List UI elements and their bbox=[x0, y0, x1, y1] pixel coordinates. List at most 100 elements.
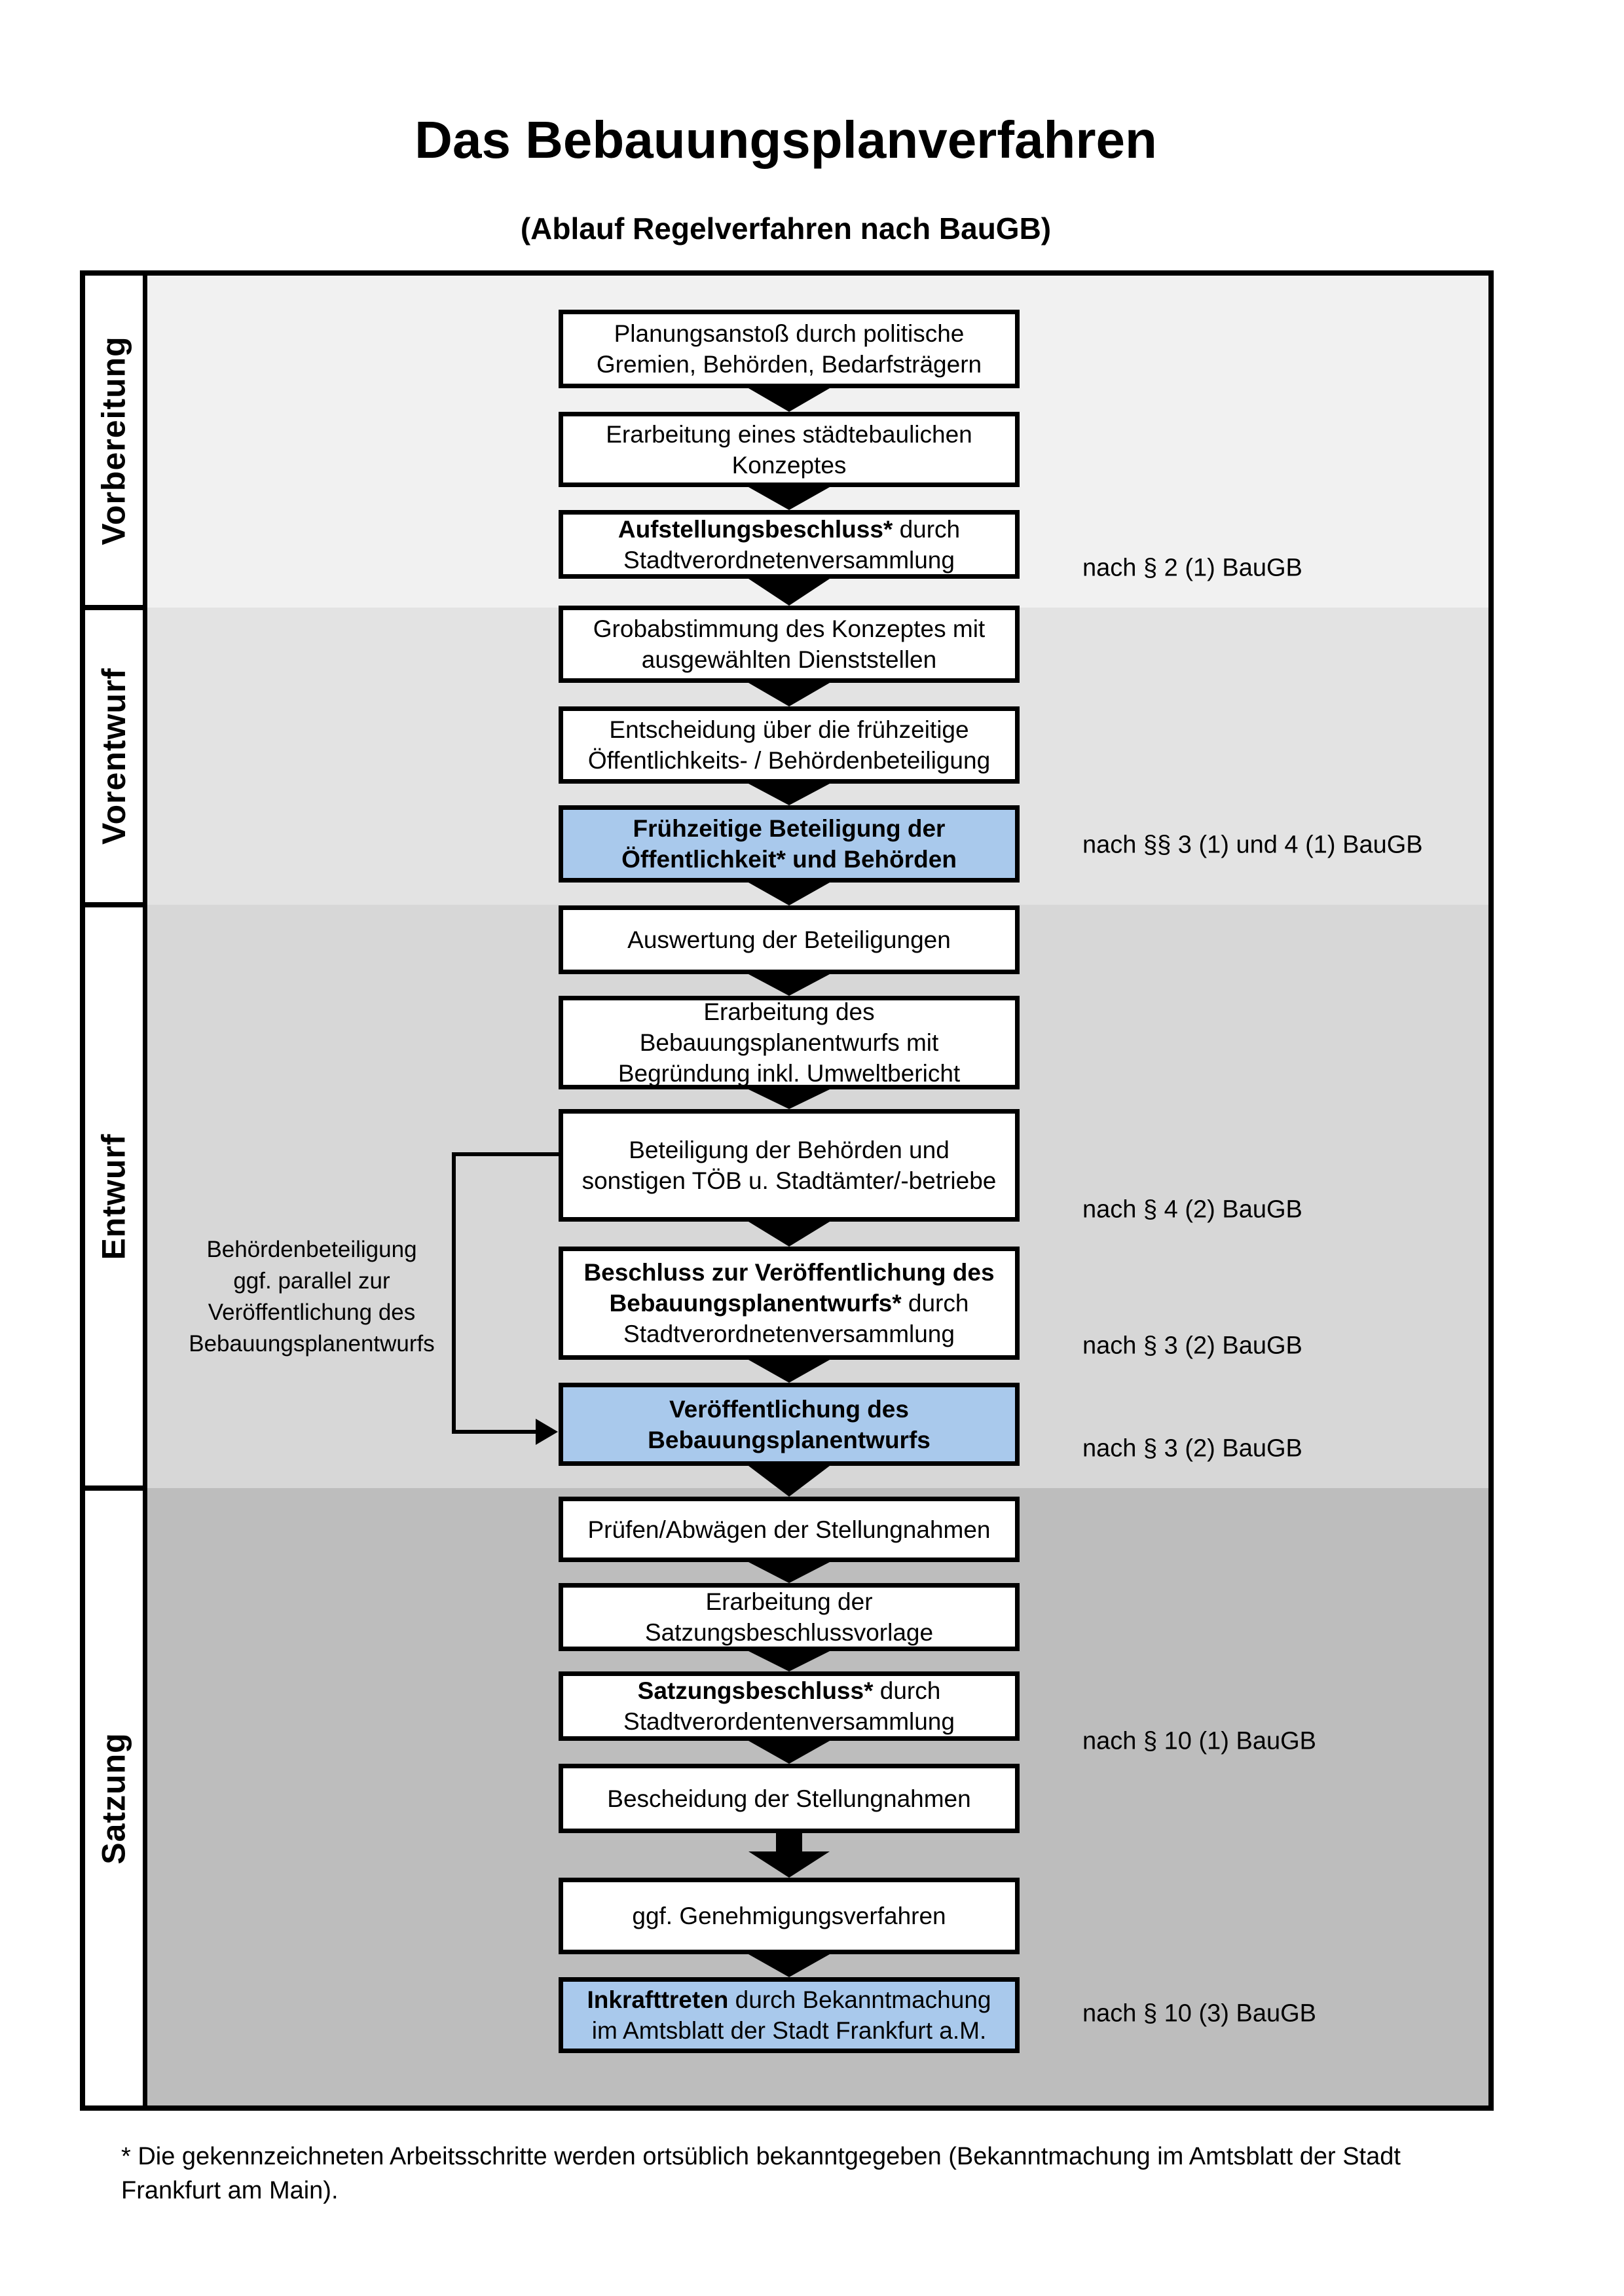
law-reference: nach § 3 (2) BauGB bbox=[1082, 1434, 1302, 1463]
flow-step: Grobabstimmung des Konzeptes mit ausgewäh… bbox=[559, 606, 1020, 683]
flow-step-line: Stadtverordentenversammlung bbox=[623, 1706, 955, 1737]
phase-label-text: Vorbereitung bbox=[96, 335, 133, 545]
flow-step-text: ausgewählten Dienststellen bbox=[641, 646, 937, 673]
flow-step-text-bold: Bebauungsplanentwurfs* bbox=[609, 1290, 902, 1317]
phase-row-divider bbox=[85, 1485, 147, 1491]
flow-step-line: Erarbeitung eines städtebaulichen bbox=[606, 419, 972, 450]
flow-step: Prüfen/Abwägen der Stellungnahmen bbox=[559, 1497, 1020, 1562]
flow-step-line: Auswertung der Beteiligungen bbox=[627, 924, 951, 955]
flow-step-text: Entscheidung über die frühzeitige bbox=[609, 716, 969, 743]
phase-label-vorentwurf: Vorentwurf bbox=[85, 610, 143, 902]
flow-step-line: Bebauungsplanentwurfs* durch bbox=[610, 1288, 969, 1319]
flow-step-text: Bebauungsplanentwurfs mit bbox=[639, 1029, 939, 1056]
down-arrow-icon bbox=[748, 1466, 830, 1497]
law-reference: nach § 10 (3) BauGB bbox=[1082, 1999, 1316, 2028]
flow-step-text: durch bbox=[901, 1290, 969, 1317]
flow-step: Auswertung der Beteiligungen bbox=[559, 905, 1020, 974]
parallel-note-line: ggf. parallel zur bbox=[233, 1268, 390, 1294]
flow-step-text-bold: Aufstellungsbeschluss* bbox=[618, 515, 893, 543]
phase-row-divider bbox=[85, 902, 147, 907]
down-arrow-icon bbox=[748, 883, 830, 905]
law-reference: nach §§ 3 (1) und 4 (1) BauGB bbox=[1082, 831, 1423, 859]
flow-step-text: im Amtsblatt der Stadt Frankfurt a.M. bbox=[591, 2017, 987, 2044]
flow-step-line: Veröffentlichung des bbox=[669, 1394, 909, 1425]
flow-step-line: Prüfen/Abwägen der Stellungnahmen bbox=[587, 1514, 990, 1545]
flow-step-line: Entscheidung über die frühzeitige bbox=[609, 714, 969, 745]
flow-step-text: Stadtverordentenversammlung bbox=[623, 1708, 955, 1735]
flow-step-line: Aufstellungsbeschluss* durch bbox=[618, 514, 960, 545]
flow-step-line: Bebauungsplanentwurfs mit bbox=[640, 1027, 939, 1058]
flow-step-line: Stadtverordnetenversammlung bbox=[623, 545, 955, 575]
parallel-note-line: Behördenbeteiligung bbox=[206, 1237, 417, 1262]
flow-step-line: im Amtsblatt der Stadt Frankfurt a.M. bbox=[592, 2015, 986, 2046]
down-arrow-icon bbox=[748, 1741, 830, 1764]
flow-step-line: Konzeptes bbox=[732, 450, 847, 481]
flow-step-line: Satzungsbeschlussvorlage bbox=[645, 1617, 933, 1648]
footnote: * Die gekennzeichneten Arbeitsschritte w… bbox=[121, 2140, 1509, 2208]
parallel-bracket-bottom bbox=[452, 1430, 537, 1434]
flow-step-text: durch bbox=[893, 515, 961, 543]
flow-step-line: Bescheidung der Stellungnahmen bbox=[607, 1783, 970, 1814]
flow-step-line: Begründung inkl. Umweltbericht bbox=[618, 1058, 960, 1089]
flow-step-text: Erarbeitung des bbox=[703, 998, 875, 1025]
down-arrow-stem bbox=[776, 1833, 802, 1851]
flow-step-text: Stadtverordnetenversammlung bbox=[623, 546, 955, 574]
law-reference: nach § 2 (1) BauGB bbox=[1082, 554, 1302, 582]
flow-step-line: ausgewählten Dienststellen bbox=[642, 644, 936, 675]
page-subtitle: (Ablauf Regelverfahren nach BauGB) bbox=[520, 211, 1052, 246]
flow-step-text-bold: Beschluss zur Veröffentlichung des bbox=[583, 1259, 995, 1286]
flow-step-line: Beschluss zur Veröffentlichung des bbox=[583, 1257, 994, 1288]
parallel-bracket-vertical bbox=[452, 1152, 456, 1434]
down-arrow-icon bbox=[748, 487, 830, 510]
phase-label-text: Satzung bbox=[96, 1732, 132, 1865]
down-arrow-icon bbox=[748, 579, 830, 606]
flow-step-text-bold: Veröffentlichung des bbox=[669, 1395, 909, 1423]
flow-step-text: Erarbeitung der bbox=[705, 1588, 873, 1615]
flow-step-text: Planungsanstoß durch politische bbox=[614, 320, 965, 347]
flow-step-line: Öffentlichkeit* und Behörden bbox=[621, 844, 957, 875]
flow-step-line: Stadtverordnetenversammlung bbox=[623, 1319, 955, 1349]
flow-step: Bescheidung der Stellungnahmen bbox=[559, 1764, 1020, 1833]
down-arrow-icon bbox=[748, 784, 830, 805]
flow-step-line: Bebauungsplanentwurfs bbox=[648, 1425, 931, 1455]
flow-step-text: Grobabstimmung des Konzeptes mit bbox=[593, 615, 986, 642]
down-arrow-icon bbox=[748, 1562, 830, 1583]
down-arrow-icon bbox=[748, 1851, 830, 1878]
flow-step-text-bold: Satzungsbeschluss* bbox=[637, 1677, 874, 1704]
down-arrow-icon bbox=[748, 974, 830, 996]
flow-step-text: Prüfen/Abwägen der Stellungnahmen bbox=[587, 1516, 991, 1543]
down-arrow-icon bbox=[748, 1954, 830, 1977]
flow-step-text-bold: Bebauungsplanentwurfs bbox=[648, 1426, 931, 1453]
flow-step-line: Erarbeitung des bbox=[703, 996, 874, 1027]
flow-step-text: Gremien, Behörden, Bedarfsträgern bbox=[596, 351, 982, 378]
flow-step-text: Erarbeitung eines städtebaulichen bbox=[606, 420, 972, 448]
footnote-line: * Die gekennzeichneten Arbeitsschritte w… bbox=[121, 2143, 1401, 2170]
phase-row-divider bbox=[85, 605, 147, 610]
flow-step-text: durch bbox=[873, 1677, 941, 1704]
law-reference: nach § 3 (2) BauGB bbox=[1082, 1332, 1302, 1360]
flow-step-text: Beteiligung der Behörden und bbox=[629, 1137, 950, 1163]
phase-label-text: Entwurf bbox=[96, 1133, 132, 1260]
parallel-bracket-arrow-icon bbox=[536, 1419, 558, 1445]
flow-step-text-bold: Öffentlichkeit* und Behörden bbox=[621, 846, 957, 873]
flow-step-line: sonstigen TÖB u. Stadtämter/-betriebe bbox=[582, 1165, 997, 1196]
phase-label-satzung: Satzung bbox=[85, 1491, 143, 2105]
parallel-note-line: Veröffentlichung des bbox=[208, 1300, 416, 1325]
flow-step-line: Öffentlichkeits- / Behördenbeteiligung bbox=[588, 745, 990, 776]
flow-step: ggf. Genehmigungsverfahren bbox=[559, 1878, 1020, 1954]
parallel-note: Behördenbeteiligung ggf. parallel zur Ve… bbox=[168, 1234, 456, 1360]
down-arrow-icon bbox=[748, 683, 830, 706]
down-arrow-icon bbox=[748, 1089, 830, 1109]
phase-column-divider bbox=[143, 276, 147, 2105]
phase-label-entwurf: Entwurf bbox=[85, 907, 143, 1485]
footnote-line: Frankfurt am Main). bbox=[121, 2177, 339, 2204]
